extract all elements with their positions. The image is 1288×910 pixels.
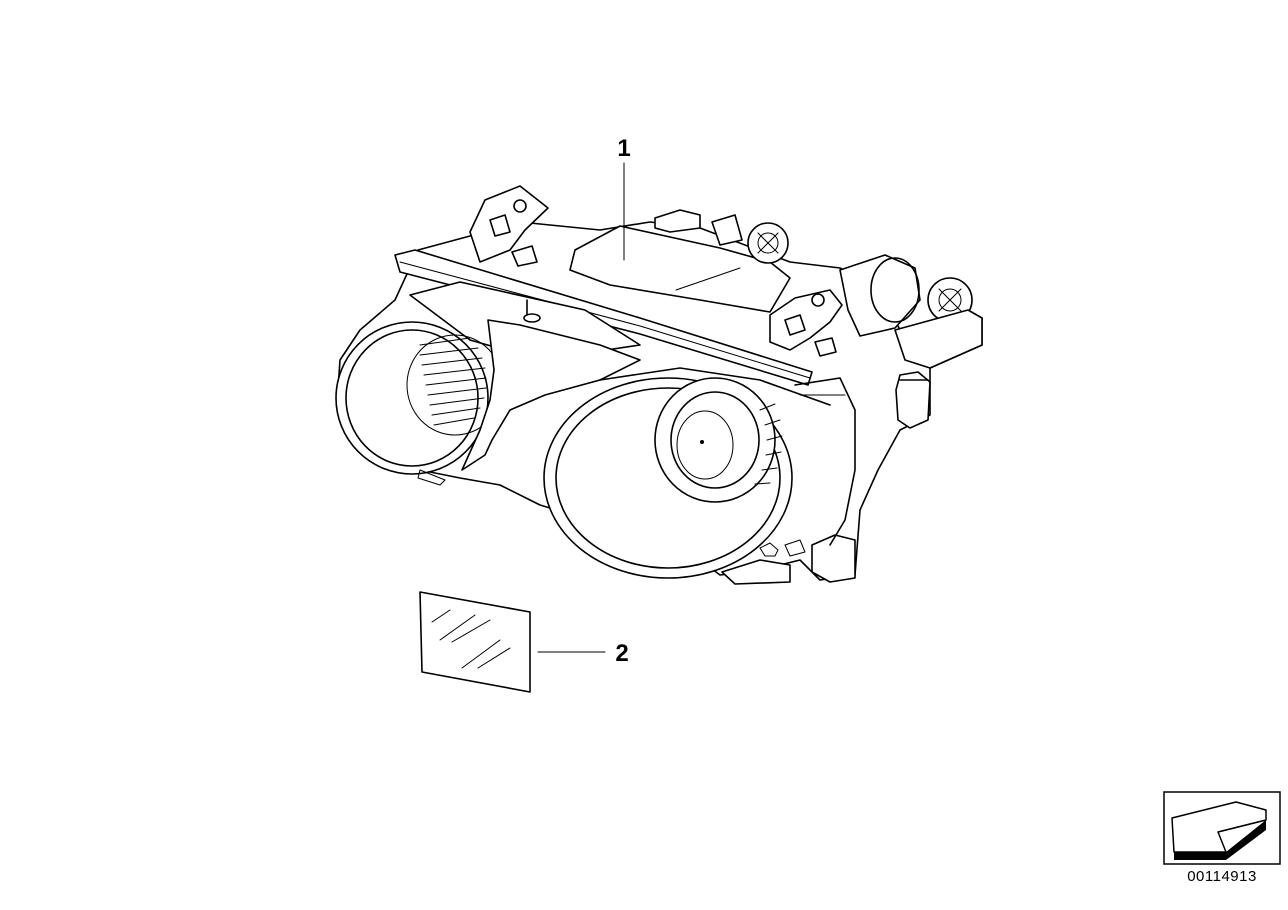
headlight-assembly[interactable] <box>335 162 983 585</box>
right-lamp-ring <box>543 367 831 579</box>
adjuster-gear-top <box>747 222 789 264</box>
catalog-number: 00114913 <box>1187 868 1257 885</box>
direction-arrow-icon <box>1163 791 1281 865</box>
left-lamp-ring <box>335 321 504 486</box>
glass-pane[interactable] <box>419 591 606 693</box>
callout-2-label: 2 <box>615 640 628 667</box>
callout-1-label: 1 <box>617 135 630 162</box>
